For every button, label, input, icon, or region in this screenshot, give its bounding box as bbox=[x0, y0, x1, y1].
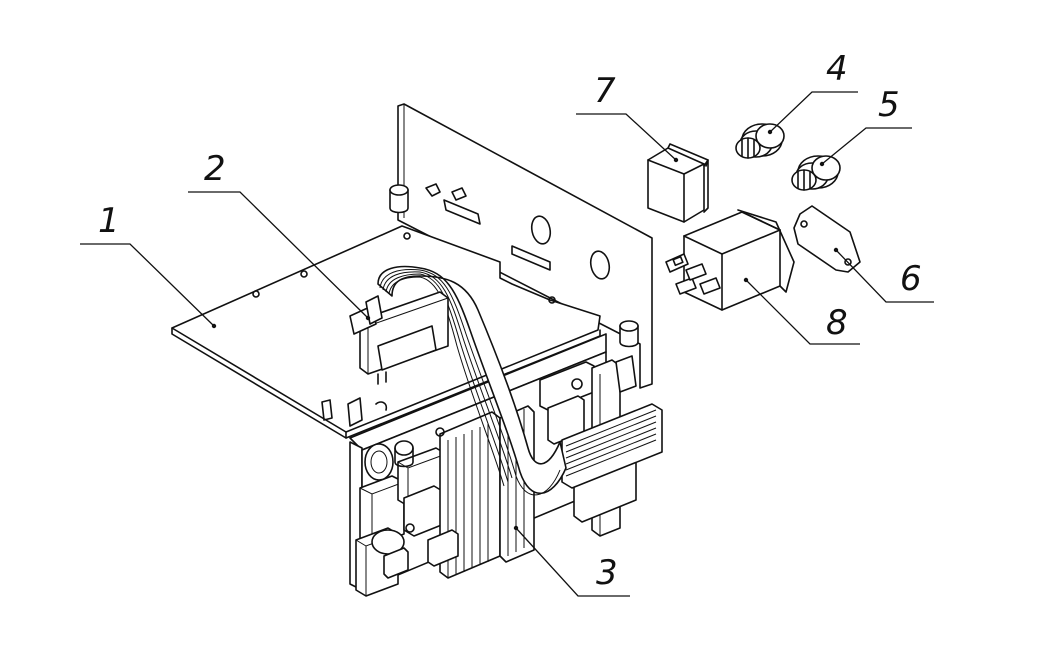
ribbon-cable bbox=[377, 265, 567, 496]
callout-label-3: 3 bbox=[596, 553, 618, 593]
callout-label-2: 2 bbox=[204, 149, 226, 189]
part-6-plate bbox=[793, 205, 861, 273]
callout-label-6: 6 bbox=[900, 259, 922, 299]
part-8-filter bbox=[665, 209, 795, 311]
part-4-socket bbox=[735, 123, 785, 159]
callout-labels: 1 2 3 4 5 6 7 8 bbox=[98, 49, 922, 593]
callout-label-8: 8 bbox=[826, 303, 848, 343]
switch-connector bbox=[349, 291, 449, 385]
callout-label-4: 4 bbox=[826, 49, 848, 89]
power-board-assembly bbox=[349, 333, 663, 597]
callout-label-1: 1 bbox=[98, 201, 120, 241]
leader-lines bbox=[80, 91, 934, 597]
callout-label-7: 7 bbox=[594, 71, 616, 111]
callout-label-5: 5 bbox=[878, 85, 900, 125]
part-7-box bbox=[647, 143, 709, 223]
part-5-socket bbox=[791, 155, 841, 191]
